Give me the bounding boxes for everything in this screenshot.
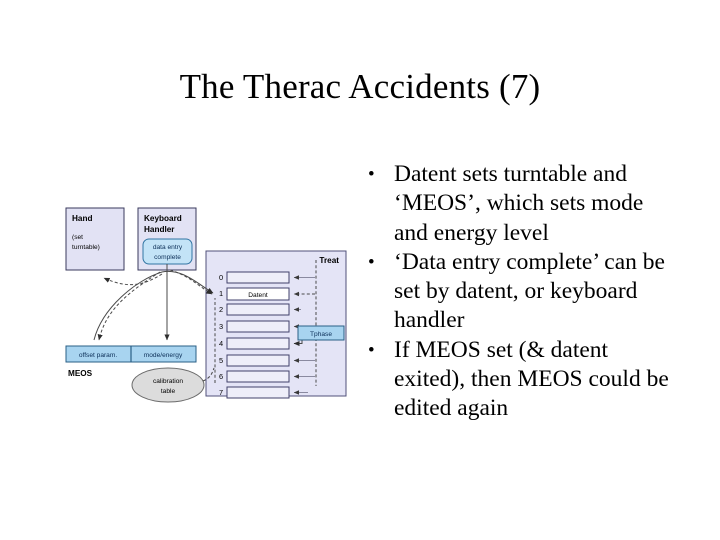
treat-row: 3	[219, 320, 301, 333]
therac-control-flow-diagram: Treat 0 1 Datent 2	[58, 198, 353, 403]
row-label-datent: Datent	[248, 292, 268, 299]
list-item: • Datent sets turntable and ‘MEOS’, whic…	[368, 160, 678, 248]
keyboard-box-title-line1: Keyboard	[144, 214, 182, 223]
row-number: 0	[219, 273, 223, 282]
row-number: 4	[219, 339, 223, 348]
meos-cell-offset-param: offset param.	[79, 352, 118, 359]
row-number: 7	[219, 388, 223, 397]
hand-box: Hand (set turntable)	[65, 207, 125, 271]
diagram-connectors	[93, 264, 215, 382]
treat-row: 7	[219, 386, 308, 399]
keyboard-box-title-line2: Handler	[144, 225, 175, 234]
tphase-label: Tphase	[310, 331, 332, 338]
treat-panel: Treat 0 1 Datent 2	[205, 250, 347, 399]
treat-row: 6	[219, 370, 315, 383]
treat-row: 1 Datent	[219, 287, 315, 301]
list-item: • ‘Data entry complete’ can be set by da…	[368, 248, 678, 336]
bullet-marker: •	[368, 251, 375, 273]
meos-cell-mode-energy: mode/energy	[144, 352, 183, 359]
row-number: 6	[219, 372, 223, 381]
row-number: 2	[219, 305, 223, 314]
treat-row: 2	[219, 303, 301, 316]
page-title: The Therac Accidents (7)	[179, 67, 541, 106]
tphase-node: Tphase	[297, 325, 345, 341]
bullet-list: • Datent sets turntable and ‘MEOS’, whic…	[368, 160, 678, 424]
data-entry-line2: complete	[154, 254, 181, 261]
treat-row: 5	[219, 354, 315, 367]
meos-label: MEOS	[68, 369, 93, 378]
hand-box-subtitle-2: turntable)	[72, 244, 100, 251]
calibration-line1: calibration	[153, 378, 183, 385]
bullet-text: Datent sets turntable and ‘MEOS’, which …	[394, 161, 644, 246]
calibration-line2: table	[161, 388, 176, 395]
data-entry-complete-node: data entry complete	[142, 238, 193, 265]
data-entry-line1: data entry	[153, 244, 183, 251]
meos-group: offset param. mode/energy MEOS	[65, 345, 197, 378]
bullet-marker: •	[368, 339, 375, 361]
keyboard-handler-box: Keyboard Handler data entry complete	[137, 207, 197, 271]
row-number: 1	[219, 289, 223, 298]
bullet-text: If MEOS set (& datent exited), then MEOS…	[394, 336, 669, 422]
hand-box-subtitle: (set	[72, 234, 83, 241]
treat-panel-title: Treat	[319, 256, 339, 265]
treat-row: 0	[219, 271, 315, 284]
row-number: 3	[219, 322, 223, 331]
list-item: • If MEOS set (& datent exited), then ME…	[368, 336, 678, 424]
calibration-table-node: calibration table	[131, 367, 205, 403]
bullet-text: ‘Data entry complete’ can be set by date…	[394, 248, 665, 334]
row-number: 5	[219, 356, 223, 365]
hand-box-title: Hand	[72, 214, 92, 223]
bullet-marker: •	[368, 164, 375, 185]
